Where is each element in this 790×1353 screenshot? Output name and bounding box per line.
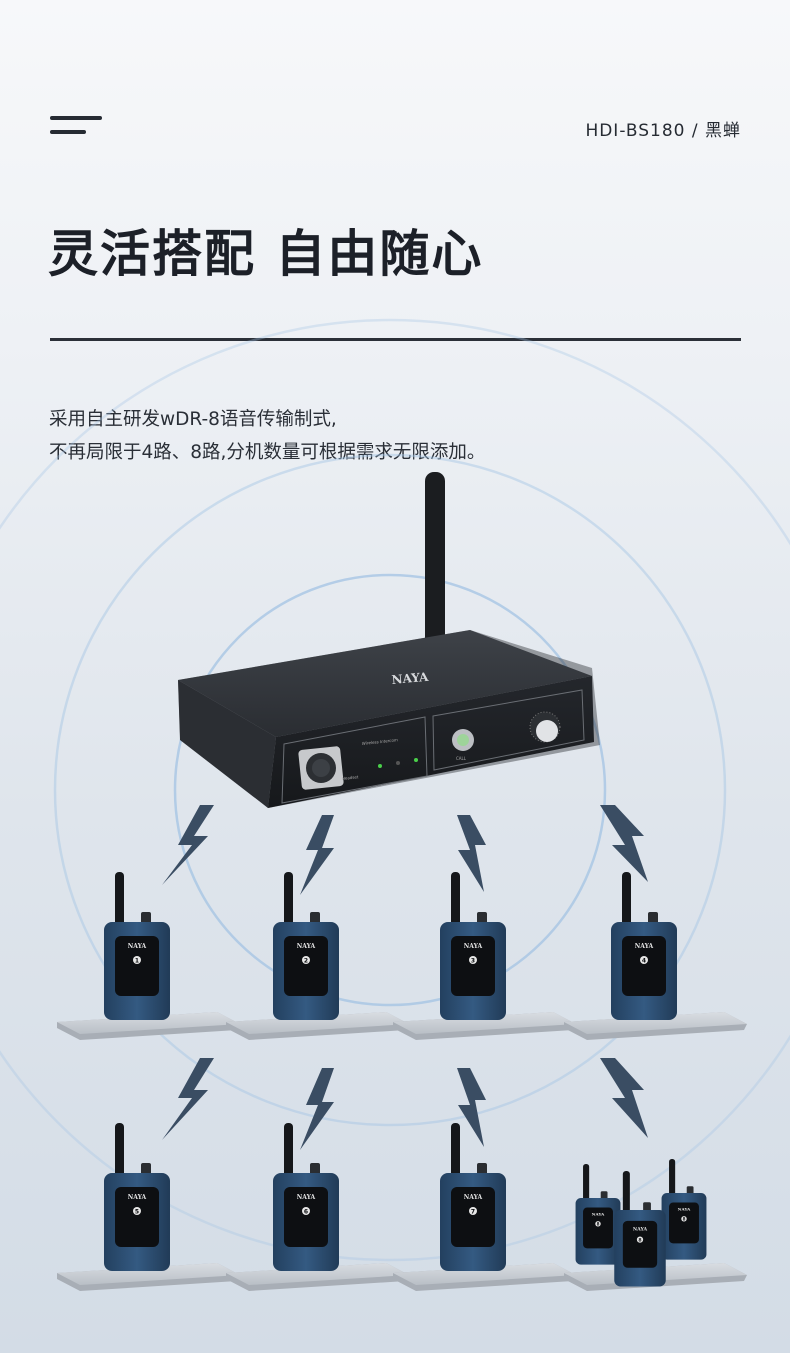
antenna-icon	[425, 472, 445, 652]
handset-number: 8	[638, 1238, 641, 1244]
handset-brand: NAYA	[633, 1226, 648, 1232]
call-label: CALL	[456, 756, 467, 761]
handset-brand: NAYA	[128, 943, 147, 950]
panel-title: Wireless Intercom	[362, 737, 399, 746]
base-station: NAYA Headset Wireless Intercom CALL	[178, 472, 600, 808]
handset-number: 2	[304, 958, 308, 965]
handset-brand: NAYA	[297, 1194, 316, 1201]
group-handset-center: NAYA 8	[614, 1171, 666, 1287]
handset-4: NAYA 4	[611, 872, 677, 1020]
handset-brand: NAYA	[297, 943, 316, 950]
bolt-icon	[300, 1068, 334, 1150]
handset-brand: NAYA	[464, 943, 483, 950]
led-tx-icon	[378, 764, 382, 768]
divider-rule	[50, 338, 741, 341]
handset-antenna	[669, 1159, 676, 1199]
port-label: Headset	[342, 774, 359, 781]
bolt-icon	[162, 805, 214, 885]
handset-number: 1	[135, 958, 139, 965]
handset-antenna	[115, 872, 124, 930]
handset-number: 6	[304, 1209, 308, 1216]
handset-number: 8	[683, 1217, 686, 1222]
bolt-icon	[300, 815, 334, 895]
bolt-icon	[162, 1058, 214, 1140]
bolt-icon	[600, 1058, 648, 1138]
lightning-bolts	[162, 805, 648, 1150]
handset-antenna	[622, 1171, 630, 1217]
handset-number: 3	[471, 958, 475, 965]
handset-number: 7	[471, 1209, 475, 1216]
signal-rings	[0, 318, 790, 1262]
handset-number: 5	[135, 1209, 139, 1216]
description-line-2: 不再局限于4路、8路,分机数量可根据需求无限添加。	[49, 442, 486, 463]
handset-antenna	[284, 872, 293, 930]
handset-6: NAYA 6	[273, 1123, 339, 1271]
handset-brand: NAYA	[464, 1194, 483, 1201]
page-headline: 灵活搭配 自由随心	[48, 225, 484, 283]
handset-brand: NAYA	[635, 943, 654, 950]
hamburger-menu-icon[interactable]	[50, 116, 102, 138]
handset-7: NAYA 7	[440, 1123, 506, 1271]
bolt-icon	[600, 805, 648, 882]
handset-brand: NAYA	[592, 1212, 605, 1217]
handset-brand: NAYA	[678, 1207, 691, 1212]
handset-5: NAYA 5	[104, 1123, 170, 1271]
handset-3: NAYA 3	[440, 872, 506, 1020]
handset-brand: NAYA	[128, 1194, 147, 1201]
base-brand-logo: NAYA	[391, 670, 430, 687]
handset-1: NAYA 1	[104, 872, 170, 1020]
bolt-icon	[457, 815, 486, 892]
handset-antenna	[115, 1123, 124, 1181]
handset-number: 4	[642, 958, 646, 965]
handset-antenna	[284, 1123, 293, 1181]
description-line-1: 采用自主研发wDR-8语音传输制式,	[49, 409, 337, 430]
handset-antenna	[583, 1164, 590, 1204]
group-handset-right: NAYA 8	[661, 1159, 707, 1260]
handset-number: 8	[597, 1222, 600, 1227]
handset-antenna	[622, 872, 631, 930]
handset-2: NAYA 2	[273, 872, 339, 1020]
model-label: HDI-BS180 / 黑蝉	[585, 121, 741, 141]
group-handset-left: NAYA 8	[575, 1164, 621, 1265]
handset-antenna	[451, 1123, 460, 1181]
bolt-icon	[457, 1068, 486, 1147]
description: 采用自主研发wDR-8语音传输制式, 不再局限于4路、8路,分机数量可根据需求无…	[49, 403, 485, 469]
handset-antenna	[451, 872, 460, 930]
